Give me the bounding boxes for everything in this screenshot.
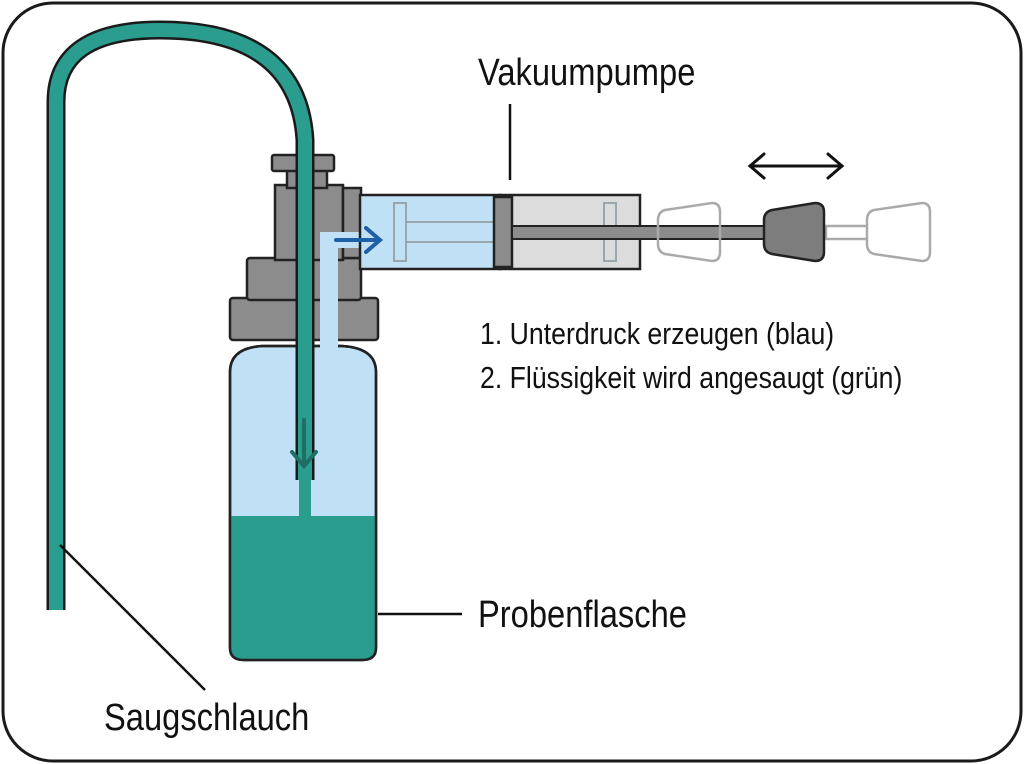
pump-label: Vakuumpumpe xyxy=(478,52,696,94)
suction-hose xyxy=(46,20,315,610)
vacuum-pump xyxy=(358,193,768,271)
double-arrow-icon xyxy=(747,152,845,180)
arrow-right-icon xyxy=(334,226,384,254)
pump-handle xyxy=(762,201,826,263)
hose-leader-line xyxy=(59,544,206,691)
step-2: 2. Flüssigkeit wird angesaugt (grün) xyxy=(480,360,903,395)
hose-label: Saugschlauch xyxy=(104,697,310,739)
arrow-down-icon xyxy=(290,418,318,470)
liquid-level xyxy=(231,516,375,659)
handle-ghost-left xyxy=(656,201,722,263)
bottle-label: Probenflasche xyxy=(478,594,687,636)
step-1: 1. Unterdruck erzeugen (blau) xyxy=(480,316,835,351)
liquid-stream xyxy=(299,468,311,518)
piston xyxy=(492,195,514,269)
handle-ghost-right xyxy=(824,201,932,263)
piston-rod xyxy=(511,225,768,240)
